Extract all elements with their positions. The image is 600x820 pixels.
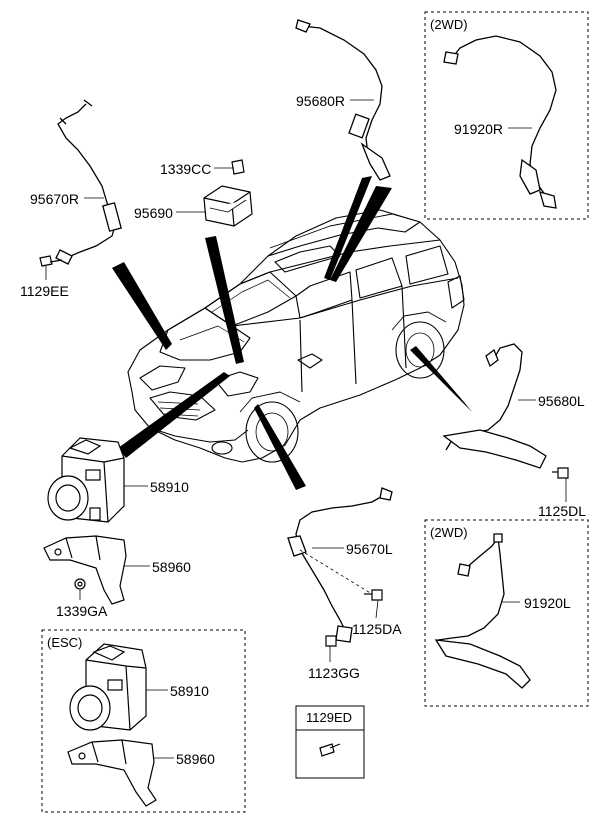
sensor-91920r [443, 35, 557, 209]
vehicle-illustration [127, 209, 465, 463]
box-2wd-rear [424, 519, 589, 707]
label-1339ga: 1339GA [56, 603, 108, 619]
label-95680r: 95680R [296, 93, 346, 109]
label-2wd-rear: (2WD) [430, 525, 468, 540]
label-95670l: 95670L [346, 541, 393, 557]
label-1129ed: 1129ED [306, 710, 353, 725]
bolt-1129ed [319, 743, 341, 757]
bracket-58960 [43, 535, 127, 605]
label-91920l: 91920L [524, 595, 571, 611]
label-95690: 95690 [134, 205, 173, 221]
label-58960: 58960 [152, 559, 191, 575]
box-esc [41, 629, 246, 813]
label-95680l: 95680L [538, 393, 585, 409]
label-1123gg: 1123GG [308, 665, 360, 681]
label-1129ee: 1129EE [20, 283, 69, 299]
bracket-58960-esc [67, 739, 157, 807]
sensor-95680r [295, 19, 391, 181]
box-1129ed [295, 705, 365, 779]
sensor-95670l [287, 487, 393, 643]
bolt-1129ee [39, 255, 63, 267]
label-esc: (ESC) [47, 635, 83, 650]
label-1339cc: 1339CC [160, 161, 212, 177]
label-2wd-front: (2WD) [430, 17, 468, 32]
box-2wd-front [424, 11, 589, 220]
label-58910-esc: 58910 [170, 683, 209, 699]
label-1125da: 1125DA [352, 621, 402, 637]
label-1125dl: 1125DL [538, 503, 587, 519]
label-95670r: 95670R [30, 191, 80, 207]
label-58910: 58910 [150, 479, 189, 495]
leader-lines [45, 99, 567, 759]
sensor-95670r [55, 99, 122, 265]
hecu-58910-esc [69, 643, 147, 731]
label-58960-esc: 58960 [176, 751, 215, 767]
sensor-91920l [434, 533, 531, 689]
hecu-58910 [47, 437, 125, 523]
bolt-1339ga [74, 578, 86, 590]
bolt-1125da [364, 589, 383, 601]
label-91920r: 91920R [454, 121, 504, 137]
bolt-1125dl [552, 467, 569, 479]
module-95690 [203, 185, 253, 227]
cap-1339cc [231, 159, 245, 175]
bolt-1123gg [325, 635, 337, 647]
sensor-95680l [442, 343, 547, 469]
pointer-wedges [112, 176, 472, 490]
